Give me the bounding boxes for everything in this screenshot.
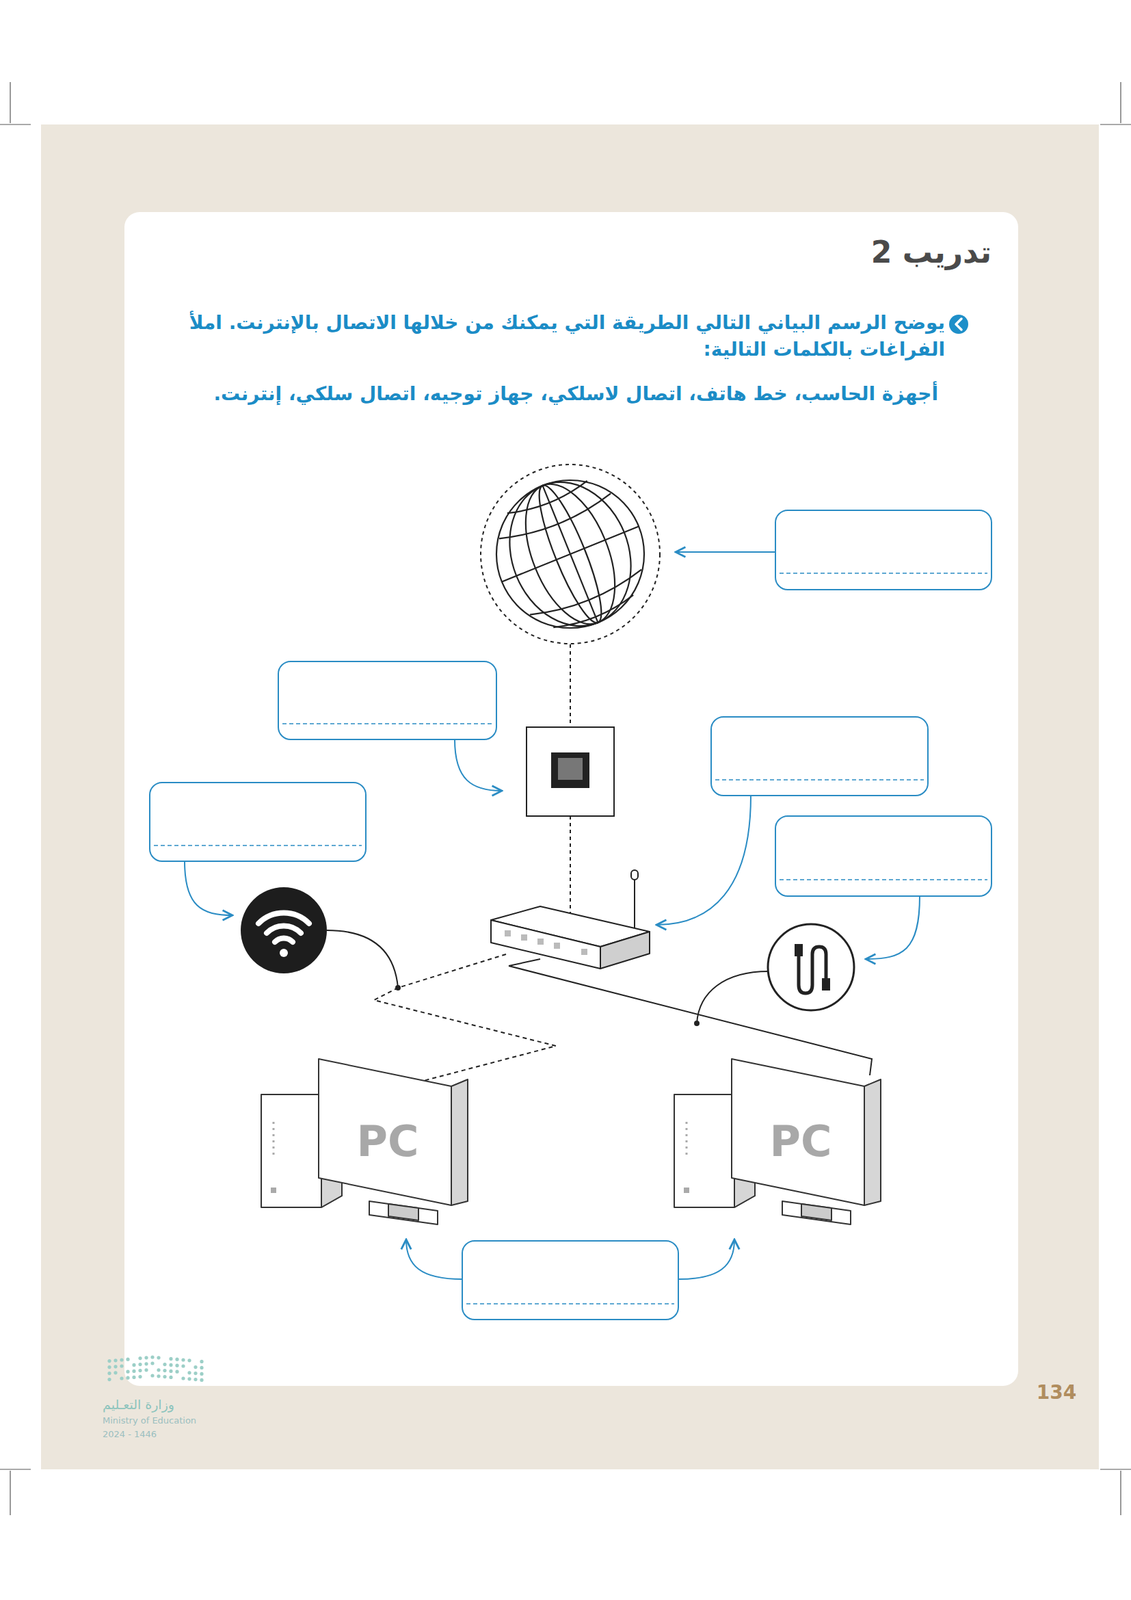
router-icon (490, 869, 650, 969)
logo-dot (107, 1364, 111, 1369)
wifi-icon (240, 886, 327, 974)
logo-dot (175, 1369, 179, 1374)
frame-stripe (35, 124, 42, 1469)
exercise-title: تدريب 2 (786, 231, 992, 274)
answer-boxes (149, 510, 992, 1320)
ministry-logo (107, 1354, 204, 1382)
logo-dot (162, 1362, 167, 1366)
logo-dot (107, 1377, 111, 1381)
phone-jack-icon (526, 726, 615, 816)
logo-dot (138, 1362, 142, 1366)
logo-dot (150, 1360, 154, 1365)
logo-dot (144, 1355, 148, 1359)
logo-dot (199, 1377, 204, 1382)
logo-dot (113, 1358, 117, 1362)
logo-dot (125, 1369, 130, 1374)
logo-dot (156, 1367, 161, 1372)
logo-dot (156, 1355, 161, 1359)
logo-dot (113, 1370, 117, 1374)
logo-dot (181, 1357, 185, 1361)
cable-icon (767, 923, 855, 1010)
logo-dot (125, 1357, 130, 1361)
logo-dot (175, 1357, 179, 1361)
logo-dot (138, 1368, 142, 1372)
pc-label: PC (746, 1111, 856, 1172)
logo-dot (168, 1362, 173, 1367)
logo-dot (131, 1362, 136, 1367)
logo-dot (119, 1357, 124, 1361)
logo-dot (193, 1371, 197, 1375)
computer-icon (674, 1058, 881, 1224)
year-label: 2024 - 1446 (102, 1427, 254, 1441)
logo-dot (113, 1364, 117, 1368)
logo-dot (107, 1371, 111, 1375)
logo-dot (150, 1354, 154, 1359)
logo-dot (181, 1363, 185, 1367)
logo-dot (187, 1370, 191, 1374)
logo-dot (138, 1374, 142, 1378)
logo-dot (168, 1356, 173, 1361)
exercise-card (124, 211, 1019, 1386)
logo-dot (150, 1373, 154, 1377)
page-number: 134 (1012, 1378, 1101, 1406)
instruction-text: يوضح الرسم البياني التالي الطريقة التي ي… (170, 309, 946, 363)
pc-label: PC (333, 1111, 443, 1172)
junction-dot (395, 984, 401, 991)
logo-dot (138, 1355, 142, 1360)
bullet-icon (949, 314, 969, 334)
logo-dot (199, 1359, 204, 1363)
logo-dot (119, 1375, 124, 1380)
logo-dot (168, 1375, 173, 1379)
ministry-name: وزارة التعـليم (102, 1394, 254, 1414)
computer-icon (261, 1058, 468, 1224)
answer-lines (153, 573, 988, 1304)
logo-dot (187, 1358, 191, 1362)
logo-dot (193, 1364, 197, 1369)
junction-dot (694, 1020, 700, 1026)
logo-dot (125, 1375, 130, 1380)
logo-dot (144, 1367, 148, 1372)
logo-dot (181, 1375, 185, 1380)
logo-dot (199, 1365, 204, 1369)
globe-icon (473, 457, 667, 650)
logo-dot (131, 1368, 136, 1373)
page-frame (35, 124, 1099, 1469)
ministry-name-en: Ministry of Education (102, 1414, 254, 1427)
crop-marks (0, 82, 1131, 1515)
logo-dot (193, 1377, 197, 1381)
word-list: أجهزة الحاسب، خط هاتف، اتصال لاسلكي، جها… (170, 380, 939, 407)
logo-dot (107, 1358, 111, 1363)
logo-dot (168, 1368, 173, 1373)
logo-dot (162, 1374, 167, 1378)
logo-dot (187, 1376, 191, 1380)
logo-dot (162, 1368, 167, 1372)
logo-dot (156, 1373, 161, 1378)
logo-dot (131, 1375, 136, 1379)
logo-dot (175, 1363, 179, 1367)
logo-dot (199, 1371, 204, 1376)
leader-arrows (184, 551, 920, 1279)
logo-dot (144, 1361, 148, 1365)
logo-dot (119, 1363, 124, 1367)
